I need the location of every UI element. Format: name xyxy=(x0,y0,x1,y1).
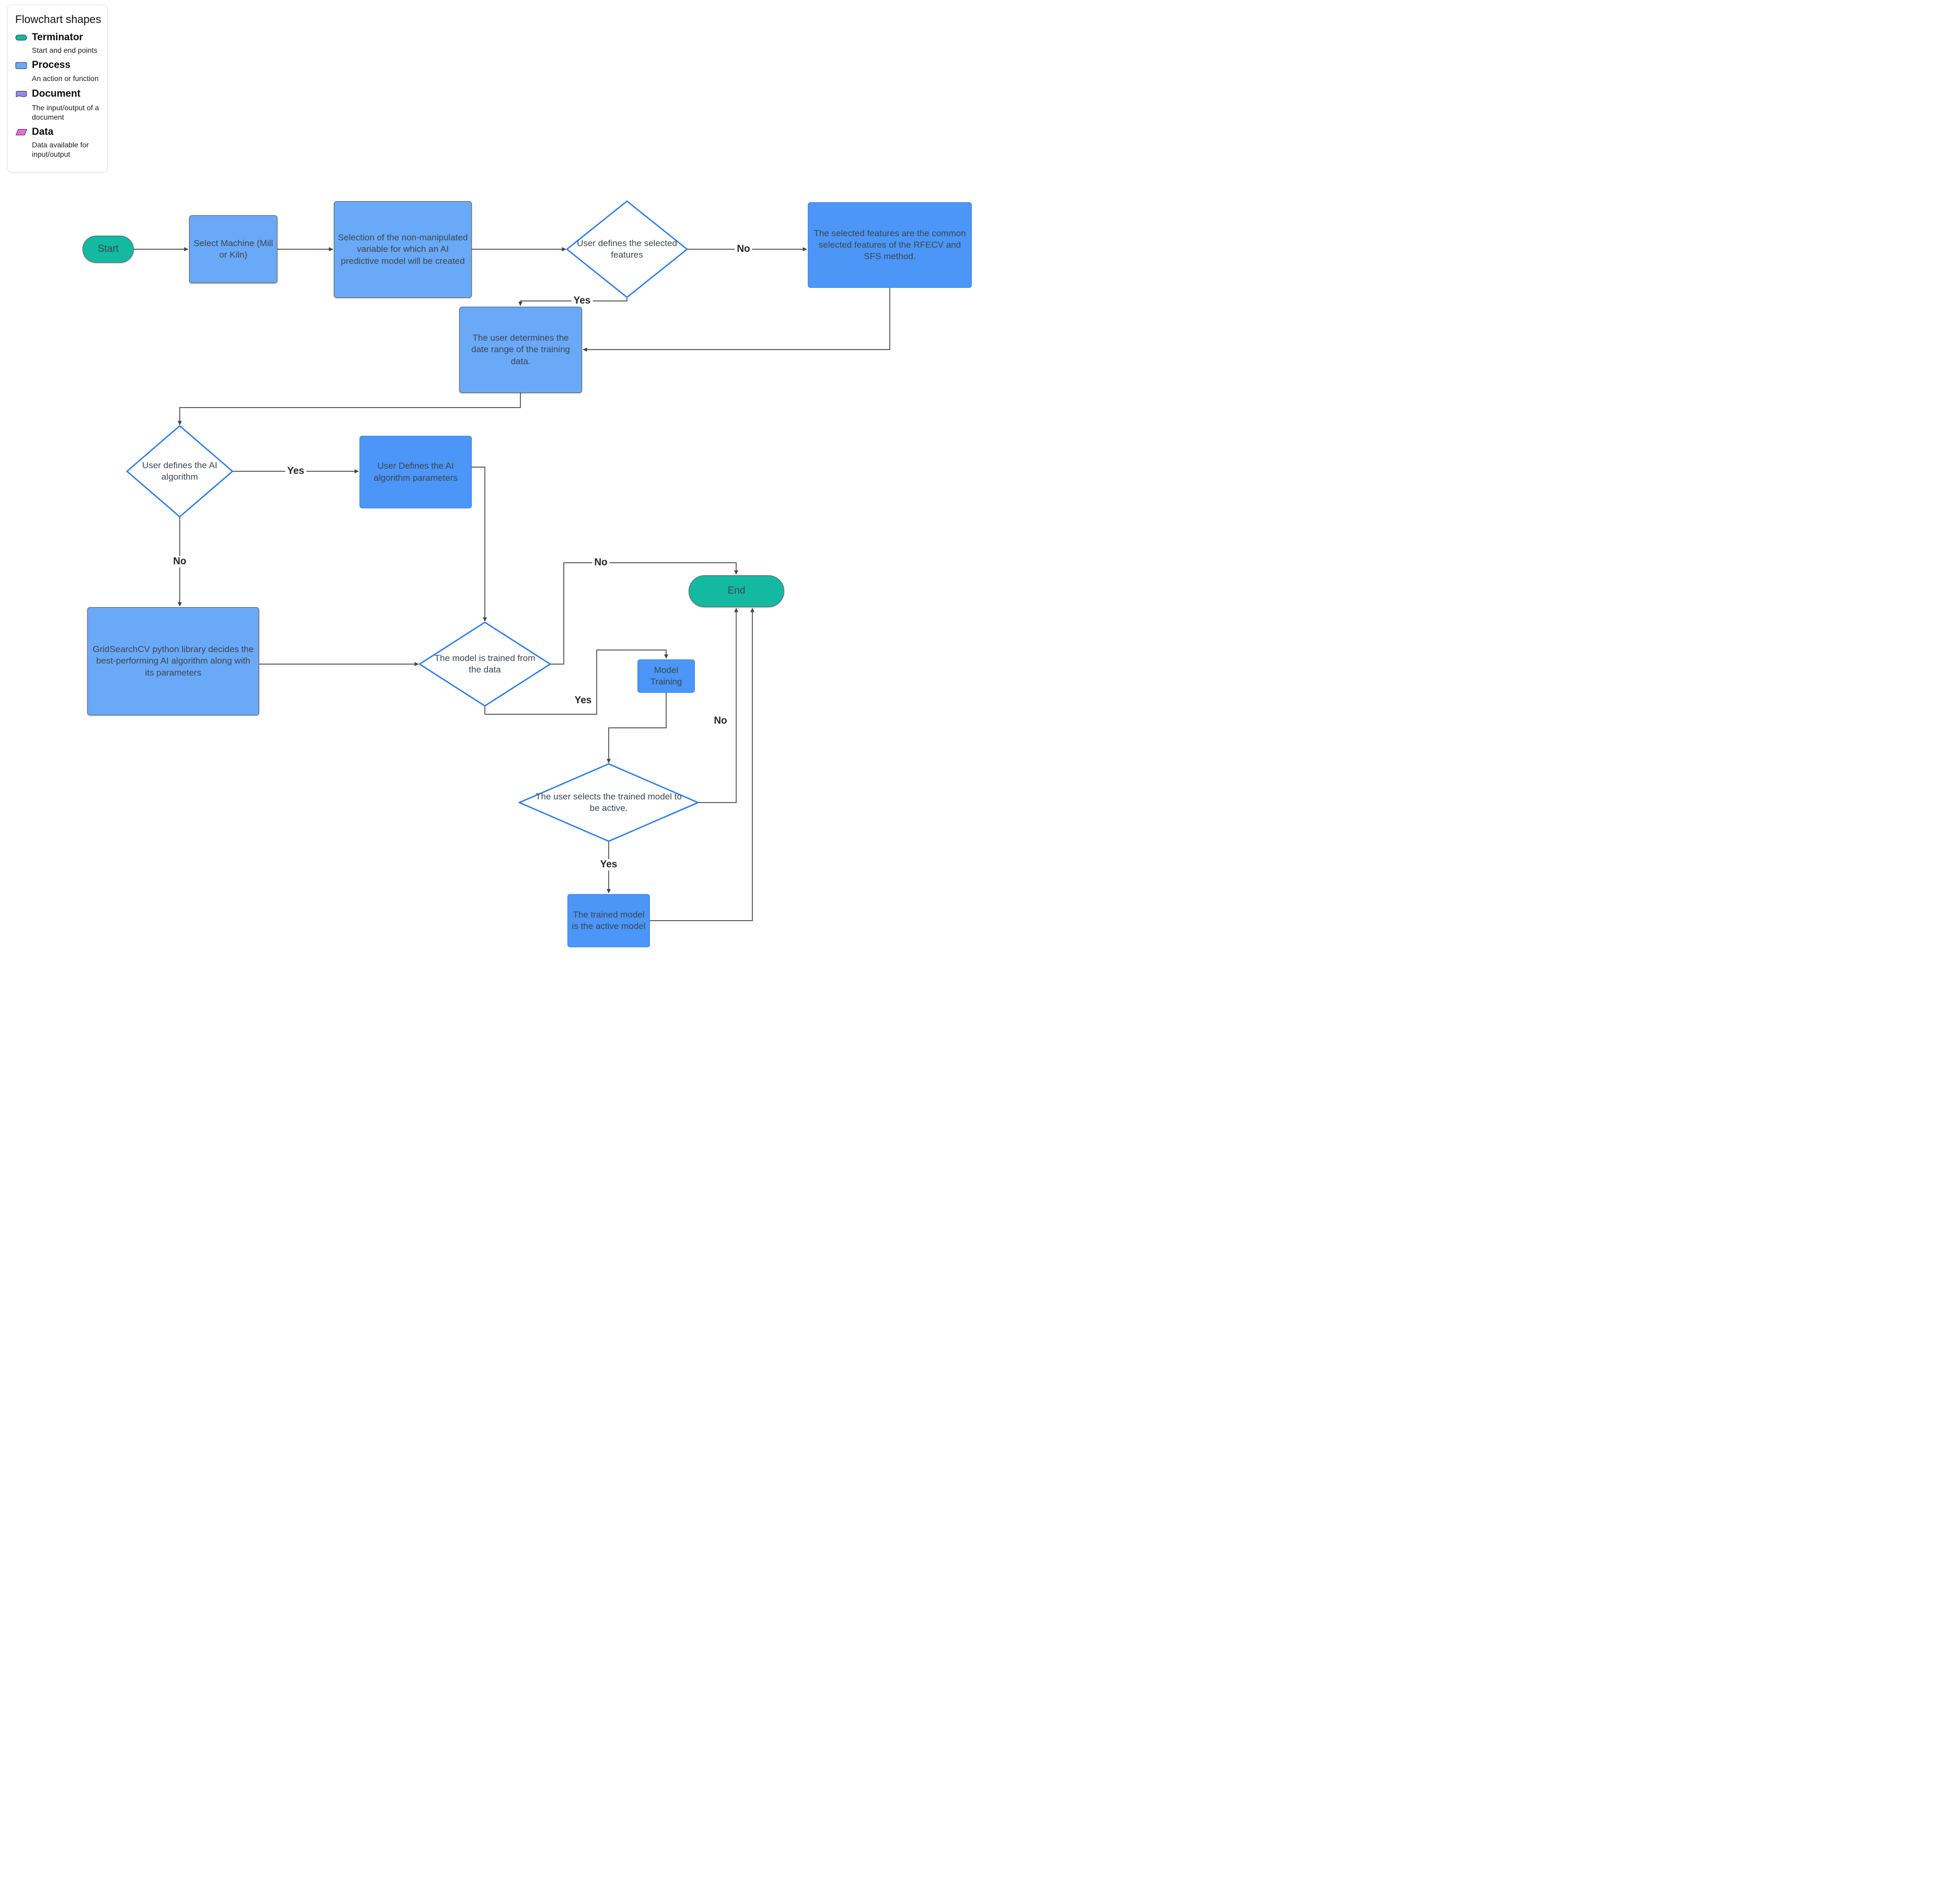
edge-trained-yes-to-model-training[interactable] xyxy=(484,649,668,715)
model-training-label: Model Training xyxy=(650,665,682,687)
select-machine-label: Select Machine (Mill or Kiln) xyxy=(193,238,273,260)
legend-item-name: Document xyxy=(32,88,80,99)
algorithm-no-label: No xyxy=(171,556,189,567)
edge-rfecv-to-date-range[interactable] xyxy=(583,288,890,352)
select-machine-process[interactable]: Select Machine (Mill or Kiln) xyxy=(189,215,277,283)
select-variable-process[interactable]: Selection of the non-manipulated variabl… xyxy=(334,201,472,298)
features-no-label: No xyxy=(735,243,752,255)
edge-date-range-to-algorithm-decision[interactable] xyxy=(178,393,521,425)
legend-item-terminator: Terminator Start and end points xyxy=(15,32,102,55)
legend-panel: Flowchart shapes Terminator Start and en… xyxy=(7,5,108,173)
date-range-label: The user determines the date range of th… xyxy=(471,333,571,366)
legend-item-desc: Data available for input/output xyxy=(32,141,89,159)
edges-layer xyxy=(126,200,890,921)
legend-item-name: Data xyxy=(32,126,54,138)
edge-trained-no-to-end[interactable] xyxy=(550,562,738,665)
algorithm-params-label: User Defines the AI algorithm parameters xyxy=(374,461,458,483)
legend-item-desc: An action or function xyxy=(32,74,99,83)
legend-title: Flowchart shapes xyxy=(15,14,101,26)
features-decision-label: User defines the selected features xyxy=(577,238,677,260)
active-model-label: The trained model is the active model xyxy=(572,909,646,931)
rfecv-label: The selected features are the common sel… xyxy=(814,228,966,262)
flowchart-canvas: Flowchart shapes Terminator Start and en… xyxy=(0,0,976,952)
edge-model-training-to-active-decision[interactable] xyxy=(607,693,667,763)
edge-active-no-to-end[interactable] xyxy=(698,608,738,803)
legend-item-process: Process An action or function xyxy=(15,60,102,83)
algorithm-yes-label: Yes xyxy=(285,466,307,477)
legend-item-data: Data Data available for input/output xyxy=(15,126,102,159)
active-yes-label: Yes xyxy=(598,859,620,870)
active-decision-shape[interactable] xyxy=(518,763,699,842)
gridsearch-label: GridSearchCV python library decides the … xyxy=(92,644,254,678)
legend-item-desc: Start and end points xyxy=(32,46,98,55)
trained-decision-shape[interactable] xyxy=(419,621,551,707)
edge-active-model-to-end[interactable] xyxy=(650,608,754,921)
process-icon xyxy=(15,60,31,72)
legend-item-name: Terminator xyxy=(32,32,83,43)
edge-params-to-trained-decision[interactable] xyxy=(472,467,487,622)
date-range-process[interactable]: The user determines the date range of th… xyxy=(459,307,582,393)
document-icon xyxy=(15,88,31,101)
algorithm-params-process[interactable]: User Defines the AI algorithm parameters xyxy=(359,436,472,508)
legend-item-name: Process xyxy=(32,60,71,71)
legend-item-desc: The input/output of a document xyxy=(32,103,99,121)
active-no-label: No xyxy=(712,715,729,727)
trained-decision-label: The model is trained from the data xyxy=(434,653,536,675)
algorithm-decision-label: User defines the AI algorithm xyxy=(142,460,217,482)
active-decision-label: The user selects the trained model to be… xyxy=(536,791,682,813)
legend-item-document: Document The input/output of a document xyxy=(15,88,102,122)
trained-yes-label: Yes xyxy=(572,695,594,706)
end-label: End xyxy=(727,585,746,597)
terminator-icon xyxy=(15,32,31,44)
algorithm-decision-shape[interactable] xyxy=(126,425,234,518)
end-terminator[interactable]: End xyxy=(689,575,784,607)
start-terminator[interactable]: Start xyxy=(83,236,134,263)
features-decision-shape[interactable] xyxy=(566,200,688,298)
gridsearch-process[interactable]: GridSearchCV python library decides the … xyxy=(87,607,259,715)
model-training-process[interactable]: Model Training xyxy=(637,659,695,693)
features-yes-label: Yes xyxy=(571,295,593,307)
active-model-process[interactable]: The trained model is the active model xyxy=(567,894,650,947)
trained-no-label: No xyxy=(592,557,610,568)
start-label: Start xyxy=(97,243,119,254)
select-variable-label: Selection of the non-manipulated variabl… xyxy=(338,233,468,266)
rfecv-process[interactable]: The selected features are the common sel… xyxy=(808,202,972,288)
data-icon xyxy=(15,126,31,138)
